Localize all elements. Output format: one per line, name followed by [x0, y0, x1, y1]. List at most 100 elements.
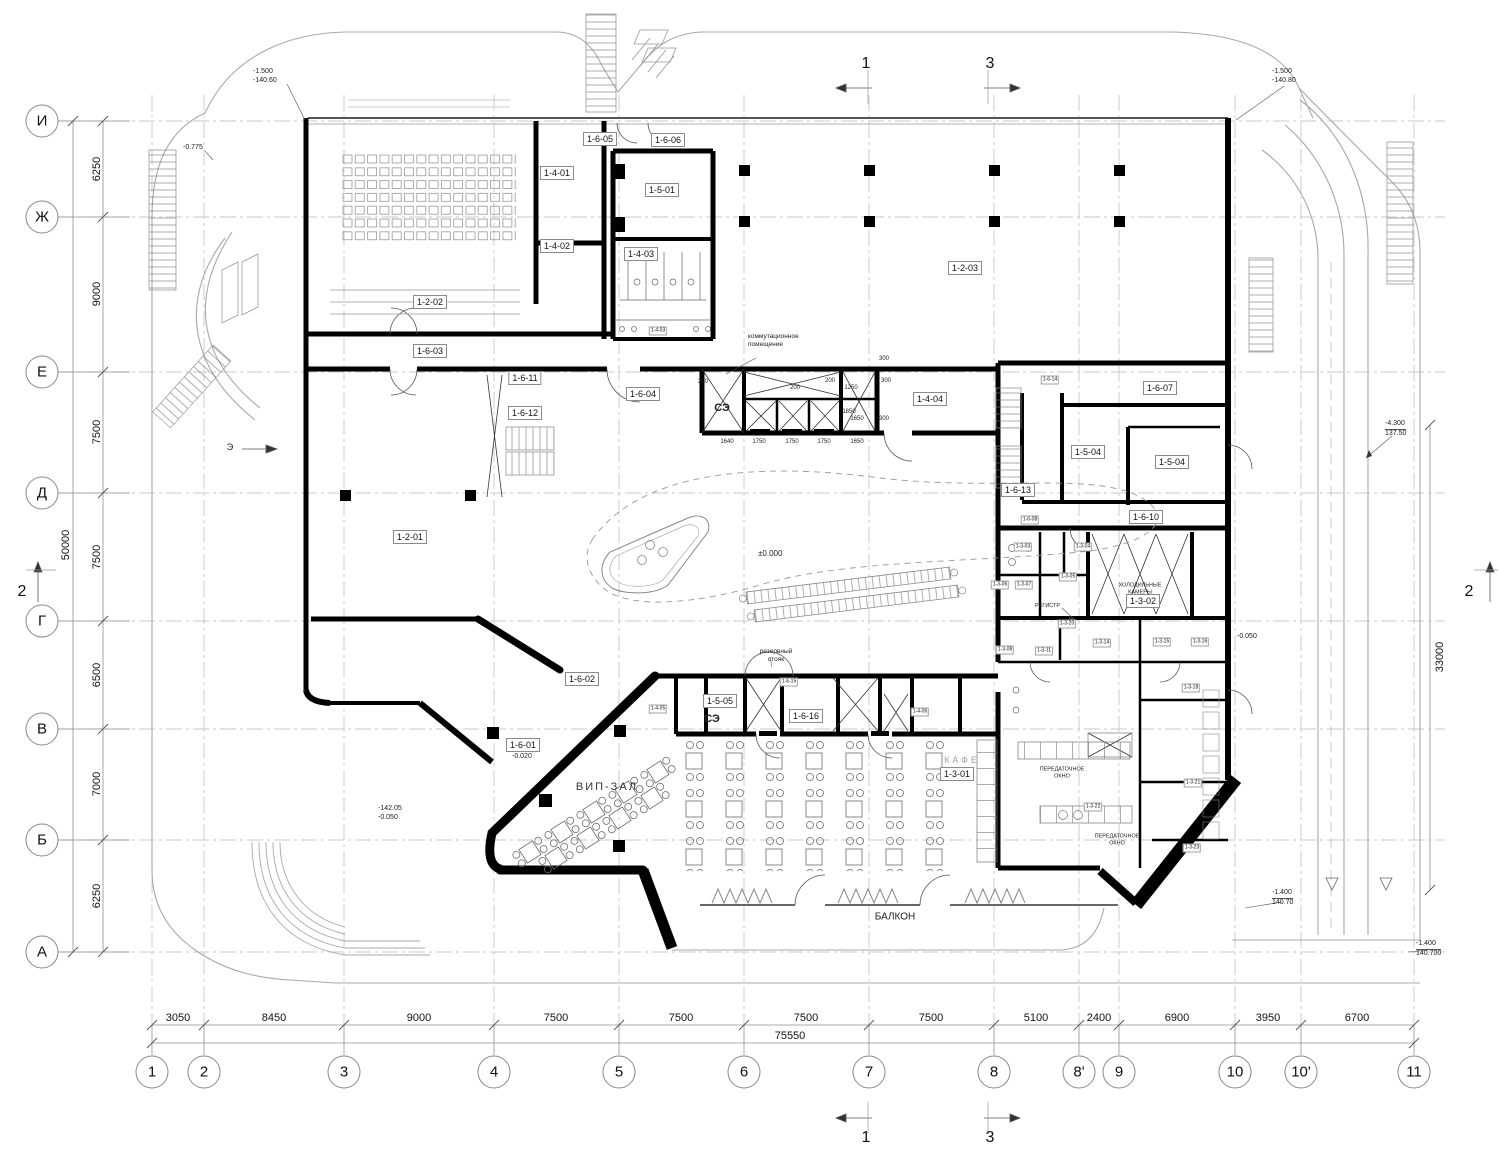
small-dim-200-c: 200 [824, 378, 836, 384]
elevation-vip-corridor: -0.020 [512, 753, 532, 760]
se-shaft-text-2: СЭ [704, 713, 720, 725]
small-dim-1250: 1250 [844, 385, 858, 391]
comm-room-note-line2: помещение [748, 341, 783, 348]
elevation-br-v2: 140.700 [1416, 948, 1442, 957]
elevation-mid-right: -0.050 [1237, 633, 1257, 640]
elevation-ramp-right: -4.300 137.50 [1385, 420, 1407, 438]
evacuation-exit-text: Э [226, 442, 234, 452]
row-dim: 7500 [91, 419, 103, 445]
room-label-1-3-22: 1-3-22 [1083, 802, 1103, 812]
room-label-1-6-14: 1-6-14 [1040, 375, 1060, 385]
row-dim: 6250 [91, 156, 103, 182]
section-mark-3-bottom: 3 [985, 1129, 995, 1146]
section-mark-3-top: 3 [985, 55, 995, 72]
registr-note: РЕГИСТР [1035, 603, 1061, 609]
col-dim: 5100 [1023, 1012, 1049, 1024]
room-label-1-6-06: 1-6-06 [650, 133, 686, 147]
elevation-bottom-right: -1.400 140.700 [1416, 940, 1442, 958]
reserve-riser-note: резервный стояк [760, 648, 793, 664]
grid-bubble-col-10a: 10' [1284, 1055, 1318, 1089]
small-dim-200-a: 200 [697, 379, 709, 385]
room-label-1-6-04: 1-6-04 [625, 387, 661, 401]
elevation-balcony-v2: 140.70 [1272, 897, 1294, 906]
right-dim: 33000 [1434, 641, 1446, 673]
room-label-1-4-03: 1-4-03 [623, 247, 659, 261]
pass-window-1-line2: ОКНО [1054, 773, 1070, 779]
grid-bubble-col-4: 4 [477, 1055, 511, 1089]
annotations-linework [26, 70, 1498, 1134]
balcony-text: БАЛКОН [874, 911, 916, 923]
dimension-ticks [67, 115, 1436, 1049]
room-label-1-6-03: 1-6-03 [412, 344, 448, 358]
grid-bubble-col-3: 3 [327, 1055, 361, 1089]
grid-bubble-row-a: А [25, 935, 59, 969]
room-label-1-3-14: 1-3-14 [1092, 638, 1112, 648]
elevation-top-right-v1: -1.500 [1272, 68, 1292, 75]
grid-bubble-col-9: 9 [1102, 1055, 1136, 1089]
elevation-balcony-v1: -1.400 [1272, 889, 1292, 896]
small-dim-1750-a: 1750 [752, 439, 766, 445]
pass-window-note-2: ПЕРЕДАТОЧНОЕ ОКНО [1095, 834, 1140, 847]
grid-bubble-row-g: Г [25, 604, 59, 638]
room-label-1-3-15: 1-3-15 [1152, 637, 1172, 647]
section-mark-1-bottom: 1 [861, 1129, 871, 1146]
row-dim: 6250 [91, 883, 103, 909]
room-label-1-5-04-a: 1-5-04 [1070, 445, 1106, 459]
columns [340, 164, 1125, 852]
small-dim-300-a: 300 [878, 356, 890, 362]
col-dim: 7500 [668, 1012, 694, 1024]
small-dim-1750-b: 1750 [785, 439, 799, 445]
room-label-1-6-13: 1-6-13 [1000, 483, 1036, 497]
col-dim: 8450 [261, 1012, 287, 1024]
small-dim-1640: 1640 [720, 439, 734, 445]
small-dim-1750-c: 1750 [817, 439, 831, 445]
pass-window-2-line1: ПЕРЕДАТОЧНОЕ [1094, 833, 1140, 840]
room-label-1-3-08: 1-3-08 [995, 645, 1015, 655]
elevation-ramp-v1: -4.300 [1385, 420, 1405, 427]
grid-bubble-col-10: 10 [1218, 1055, 1252, 1089]
grid-bubble-row-i: И [25, 104, 59, 138]
small-dim-1850: 1850 [842, 409, 856, 415]
room-label-1-2-02: 1-2-02 [412, 295, 448, 309]
auditorium-seating [330, 99, 520, 315]
small-dim-200-b: 200 [789, 385, 801, 391]
comm-room-note-line1: коммутационное [748, 333, 799, 340]
grid-bubble-col-7: 7 [852, 1055, 886, 1089]
room-label-1-6-02: 1-6-02 [564, 672, 600, 686]
walls [303, 118, 1242, 950]
grid-bubble-col-5: 5 [602, 1055, 636, 1089]
room-label-1-3-03: 1-3-03 [1013, 542, 1033, 552]
grid-bubble-row-v: В [25, 712, 59, 746]
room-label-1-3-23: 1-3-23 [1182, 843, 1202, 853]
col-dim: 7500 [543, 1012, 569, 1024]
reserve-riser-line1: резервный [759, 648, 793, 655]
grid-bubble-col-8a: 8' [1062, 1055, 1096, 1089]
col-dim: 3950 [1255, 1012, 1281, 1024]
room-label-1-3-01: 1-3-01 [939, 767, 975, 781]
elevation-ll-v1: -142.05 [378, 805, 402, 812]
section-mark-2-right: 2 [1464, 583, 1474, 600]
elevation-top-left: -1.500 -140.60 [253, 68, 277, 85]
elevation-top-left-v1: -1.500 [253, 68, 273, 75]
room-label-1-6-16: 1-6-16 [788, 709, 824, 723]
room-label-1-4-03-small: 1-4-03 [648, 326, 668, 336]
row-dim: 7000 [91, 771, 103, 797]
pass-window-2-line2: ОКНО [1109, 840, 1125, 846]
elevation-stair-tl: -0.775 [183, 144, 203, 151]
reserve-riser-line2: стояк [767, 656, 785, 663]
grid-bubble-row-d: Д [25, 476, 59, 510]
room-label-1-6-10: 1-6-10 [1128, 510, 1164, 524]
room-label-1-3-20: 1-3-20 [1057, 619, 1077, 629]
section-mark-1-top: 1 [861, 55, 871, 72]
toilet-fixtures [615, 252, 1032, 714]
grid-bubble-col-6: 6 [727, 1055, 761, 1089]
room-label-1-2-01: 1-2-01 [392, 530, 428, 544]
room-label-1-6-11: 1-6-11 [508, 371, 542, 385]
col-dim: 2400 [1086, 1012, 1112, 1024]
col-dim: 7500 [918, 1012, 944, 1024]
room-label-1-3-02: 1-3-02 [1125, 594, 1161, 608]
cold-chambers-line2: КАМЕРЫ [1128, 589, 1152, 595]
room-label-1-3-21: 1-3-21 [1183, 778, 1203, 788]
